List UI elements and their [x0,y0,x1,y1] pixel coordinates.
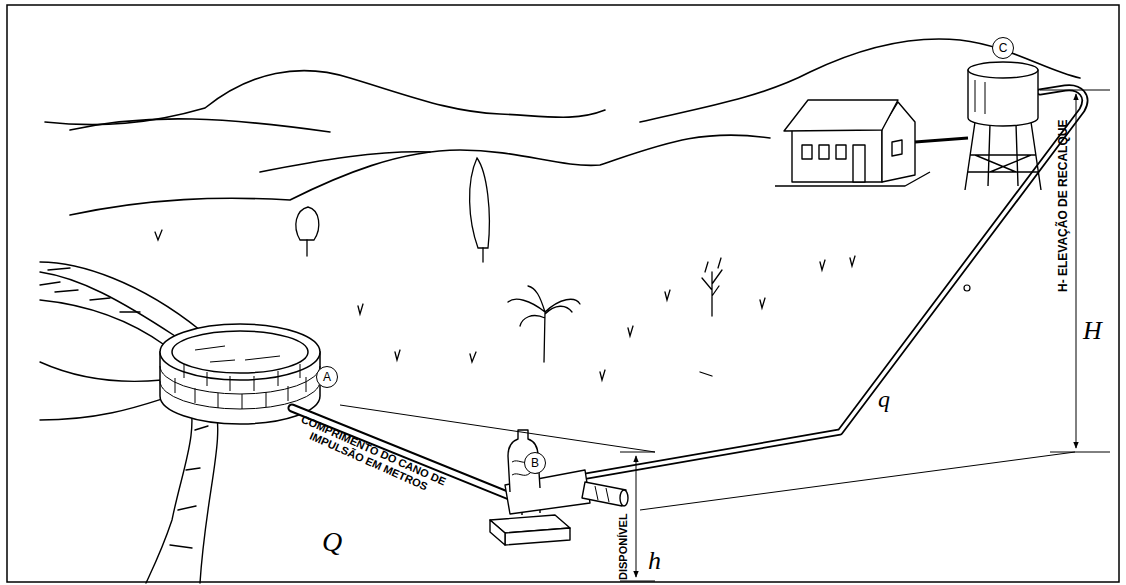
stream-bank [40,398,165,420]
water-tower [965,62,1041,190]
tree-trunk [306,240,307,256]
callout-letter: C [999,42,1008,54]
dimension-label: COMPRIMENTO DO CANO DE IMPULSÃO EM METRO… [277,405,465,506]
hill-ridge [70,119,330,132]
stream-water [40,300,166,346]
reference-line [640,452,1075,510]
dimension-tick [1040,90,1110,452]
tank-top [968,62,1038,78]
stream [40,262,218,583]
callout-letter: A [323,371,331,383]
callout-circle: A [316,366,338,388]
water-hatching [40,268,140,312]
water-hatching [170,426,208,548]
small-tree [296,207,319,240]
house-pipe [915,138,968,142]
house-roof [784,100,898,131]
cypress-tree [470,158,490,248]
hill-ridge [70,135,770,215]
valve-lines [595,486,609,502]
ram-base [490,520,505,545]
outflow-water [146,395,192,583]
delivery-pipe [575,88,1085,478]
house [775,100,968,186]
tower-legs [965,122,1041,190]
window [819,145,829,159]
pipe-inner [575,88,1085,478]
window [802,145,812,159]
frame [7,5,1119,582]
reference-line [340,405,655,452]
stream-bank [40,362,162,381]
window [836,145,846,159]
house-wall [792,128,882,182]
pipe-outline [575,88,1085,478]
dimension-symbol: H [1083,316,1102,345]
hill-ridge [260,152,430,172]
door [853,145,865,182]
waste-valve [582,482,626,506]
dimension-arrow [1076,94,1077,448]
trees [155,158,855,380]
grass-ticks [155,230,855,380]
tree-trunk [482,248,483,262]
reservoir-water [172,331,308,373]
window [892,140,902,156]
hill-ridge [45,71,605,125]
valve-end [620,490,628,506]
dimension-label: H- ELEVAÇÃO DE RECALQUE [1057,120,1070,292]
water-ripples [195,346,280,362]
pipe-joint [964,285,970,291]
callout-circle: C [992,37,1014,59]
dimension-symbol: q [878,386,890,412]
dimension-lines [340,90,1110,581]
brick-lines [160,364,320,409]
banana-tree [508,286,580,362]
dimension-symbol: Q [322,526,342,557]
tank-shading [975,80,985,114]
hills [45,39,1080,215]
callout-circle: B [524,452,546,474]
bare-tree [702,258,722,316]
dimension-symbol: h [648,546,661,575]
ground-line [775,172,930,186]
callout-letter: B [531,457,539,469]
ram-base [505,528,570,545]
hydraulic-ram [490,430,628,545]
dimension-arrow [636,456,637,577]
dimension-label: DISPONÍVEL [617,513,629,580]
